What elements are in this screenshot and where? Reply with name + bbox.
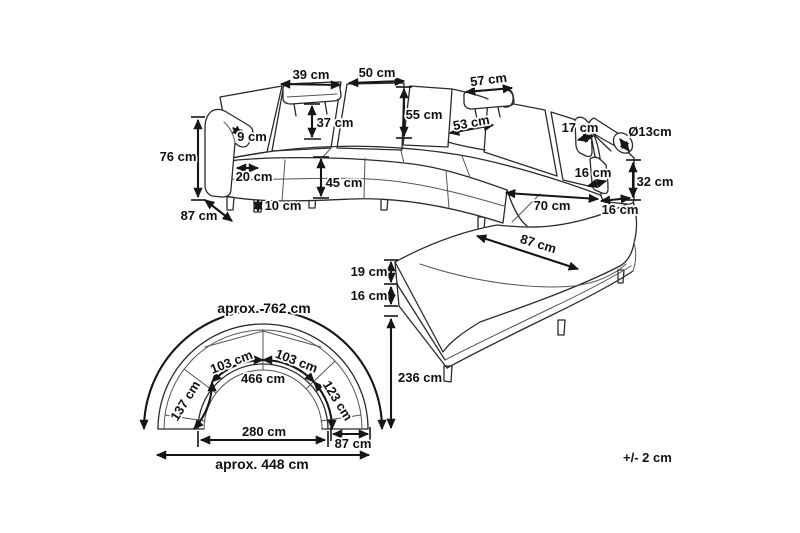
dim-label: 137 cm xyxy=(167,378,203,423)
dim-chaise-cushion-height: 19 cm xyxy=(349,259,398,285)
dim-headrest-drop: 37 cm xyxy=(304,103,355,140)
tolerance-note: +/- 2 cm xyxy=(623,450,672,465)
dim-neck-pillow-width: 17 cm xyxy=(560,118,600,143)
chaise-front-seam xyxy=(444,265,632,361)
top-view: aprox. 762 cm 137 cm 103 cm 103 cm 123 c… xyxy=(139,298,387,474)
segment-divider xyxy=(305,360,336,390)
dim-label: aprox. 448 cm xyxy=(215,456,308,472)
seat-back-edge xyxy=(231,145,604,197)
seam-line xyxy=(363,157,366,200)
dim-label: 50 cm xyxy=(359,65,396,80)
dim-label: 39 cm xyxy=(293,67,330,82)
headrest-post xyxy=(293,103,297,117)
dim-leg-height: 10 cm xyxy=(253,196,303,215)
outer-edge xyxy=(157,323,369,430)
dim-label: 19 cm xyxy=(351,264,388,279)
dim-label: 45 cm xyxy=(326,175,363,190)
dim-chaise-base-height: 16 cm xyxy=(349,285,398,307)
chaise-top xyxy=(394,200,638,353)
headrest-post xyxy=(497,106,501,118)
dim-label: 57 cm xyxy=(469,70,507,89)
dim-label: aprox. 762 cm xyxy=(217,300,310,316)
chaise-end-seam xyxy=(396,283,446,361)
dim-inner-diameter: 280 cm xyxy=(197,422,329,447)
dim-headrest-right-width: 57 cm xyxy=(464,68,514,96)
seat-seam xyxy=(321,146,333,159)
sofa-leg xyxy=(557,319,566,336)
seat-seam xyxy=(400,150,405,164)
dim-armrest-height: 32 cm xyxy=(626,159,675,201)
perspective-view: 39 cm 50 cm 57 cm 37 cm 55 cm xyxy=(158,63,675,430)
dim-overall-width: aprox. 448 cm xyxy=(155,450,371,474)
dim-headrest-left-width: 39 cm xyxy=(279,65,342,90)
dim-label: 466 cm xyxy=(241,371,285,386)
dim-side-pillow-width: 16 cm xyxy=(573,163,613,188)
chaise-right-edge xyxy=(632,242,637,272)
back-silhouette xyxy=(447,141,486,151)
seat-face-mid-seam xyxy=(223,177,505,207)
roll-pillow-body xyxy=(593,117,620,135)
dim-inner-arc-total: 466 cm xyxy=(239,369,287,388)
sofa-line-art xyxy=(204,81,638,383)
dim-label: 70 cm xyxy=(534,198,571,213)
dim-seat-height: 45 cm xyxy=(313,156,364,199)
back-cushion-5 xyxy=(483,98,558,177)
headrest-post xyxy=(474,108,478,120)
dim-back-height: 55 cm xyxy=(396,86,444,139)
dim-label: 37 cm xyxy=(317,115,354,130)
dim-label: 87 cm xyxy=(181,208,218,223)
roll-pillow-cap-left xyxy=(587,117,595,131)
dim-label: 16 cm xyxy=(575,165,612,180)
dim-back-cushion-width: 50 cm xyxy=(347,63,406,88)
headrest-chord-left xyxy=(204,330,264,348)
dim-seat-width: 70 cm xyxy=(504,188,600,215)
dim-label: Ø13cm xyxy=(628,124,671,139)
seam-line xyxy=(281,159,286,202)
dim-label: 20 cm xyxy=(236,169,273,184)
dim-label: 53 cm xyxy=(452,112,491,133)
dim-side-depth: 87 cm xyxy=(179,199,233,225)
sofa-leg xyxy=(226,196,235,211)
dim-armrest-top-width: 9 cm xyxy=(231,125,269,146)
dim-label: 236 cm xyxy=(398,370,442,385)
dim-label: 280 cm xyxy=(242,424,286,439)
dim-right-end-depth: 123 cm xyxy=(313,376,358,431)
armrest-inner-line xyxy=(223,121,236,144)
dim-label: 32 cm xyxy=(637,174,674,189)
dim-label: 87 cm xyxy=(335,436,372,451)
sofa-leg xyxy=(443,365,453,383)
seam-line xyxy=(445,170,450,209)
dim-outer-arc: aprox. 762 cm xyxy=(139,298,387,431)
seat-inner-edge xyxy=(506,189,528,227)
headrest-post xyxy=(324,101,328,115)
dim-armrest-depth: 20 cm xyxy=(234,163,274,186)
chaise-front-bottom xyxy=(446,270,634,369)
dim-overall-depth: 236 cm xyxy=(384,315,444,430)
dim-armrest-base-depth: 16 cm xyxy=(600,194,640,219)
dim-label: 76 cm xyxy=(160,149,197,164)
chaise-top-seam xyxy=(419,263,627,288)
dim-label: 16 cm xyxy=(351,288,388,303)
seam-line xyxy=(286,93,338,98)
headrest-chord-right xyxy=(262,330,322,348)
seat-seam xyxy=(461,155,471,178)
dim-overall-height: 76 cm xyxy=(158,116,205,201)
dim-label: 55 cm xyxy=(406,107,443,122)
dim-label: 16 cm xyxy=(602,202,639,217)
top-view-dimensions: aprox. 762 cm 137 cm 103 cm 103 cm 123 c… xyxy=(139,298,387,474)
dim-label: 10 cm xyxy=(265,198,302,213)
dim-label: 17 cm xyxy=(562,120,599,135)
dim-roll-pillow-diameter: Ø13cm xyxy=(619,122,673,152)
chaise-end-bottom xyxy=(398,305,448,369)
dim-end-width: 87 cm xyxy=(330,427,373,453)
dim-label: 9 cm xyxy=(237,129,267,144)
